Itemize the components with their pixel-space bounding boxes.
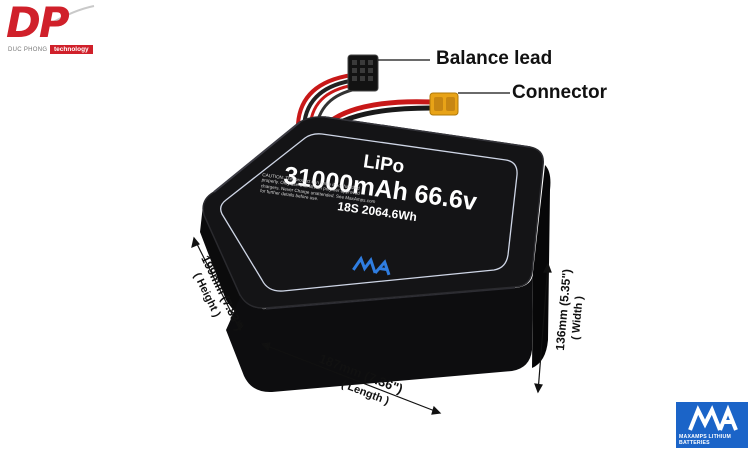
swoosh-icon	[49, 5, 95, 25]
width-caption: ( Width )	[570, 295, 586, 340]
brand-subtitle: DUC PHONG	[8, 47, 48, 53]
label-outline	[220, 133, 518, 292]
maker-logo-icon	[688, 404, 738, 431]
brand-tag: technology	[50, 45, 93, 54]
maker-logo-text: MAXAMPS LITHIUM BATTERIES	[679, 434, 731, 446]
width-dimension-arrow	[534, 262, 552, 394]
width-label: 136mm (5.35") ( Width )	[553, 268, 586, 351]
height-dimension-arrow	[191, 236, 243, 332]
brand-logo	[4, 2, 96, 60]
balance-lead-callout: Balance lead	[436, 48, 553, 69]
battery-pack	[200, 116, 551, 393]
label-logo-icon	[352, 255, 391, 276]
balance-lead-connector	[347, 54, 379, 92]
xt-connector	[429, 92, 459, 116]
connector-callout: Connector	[512, 82, 607, 103]
maker-logo	[676, 402, 748, 448]
brand-letters: DP	[6, 0, 70, 47]
length-dimension-arrow	[260, 342, 442, 415]
